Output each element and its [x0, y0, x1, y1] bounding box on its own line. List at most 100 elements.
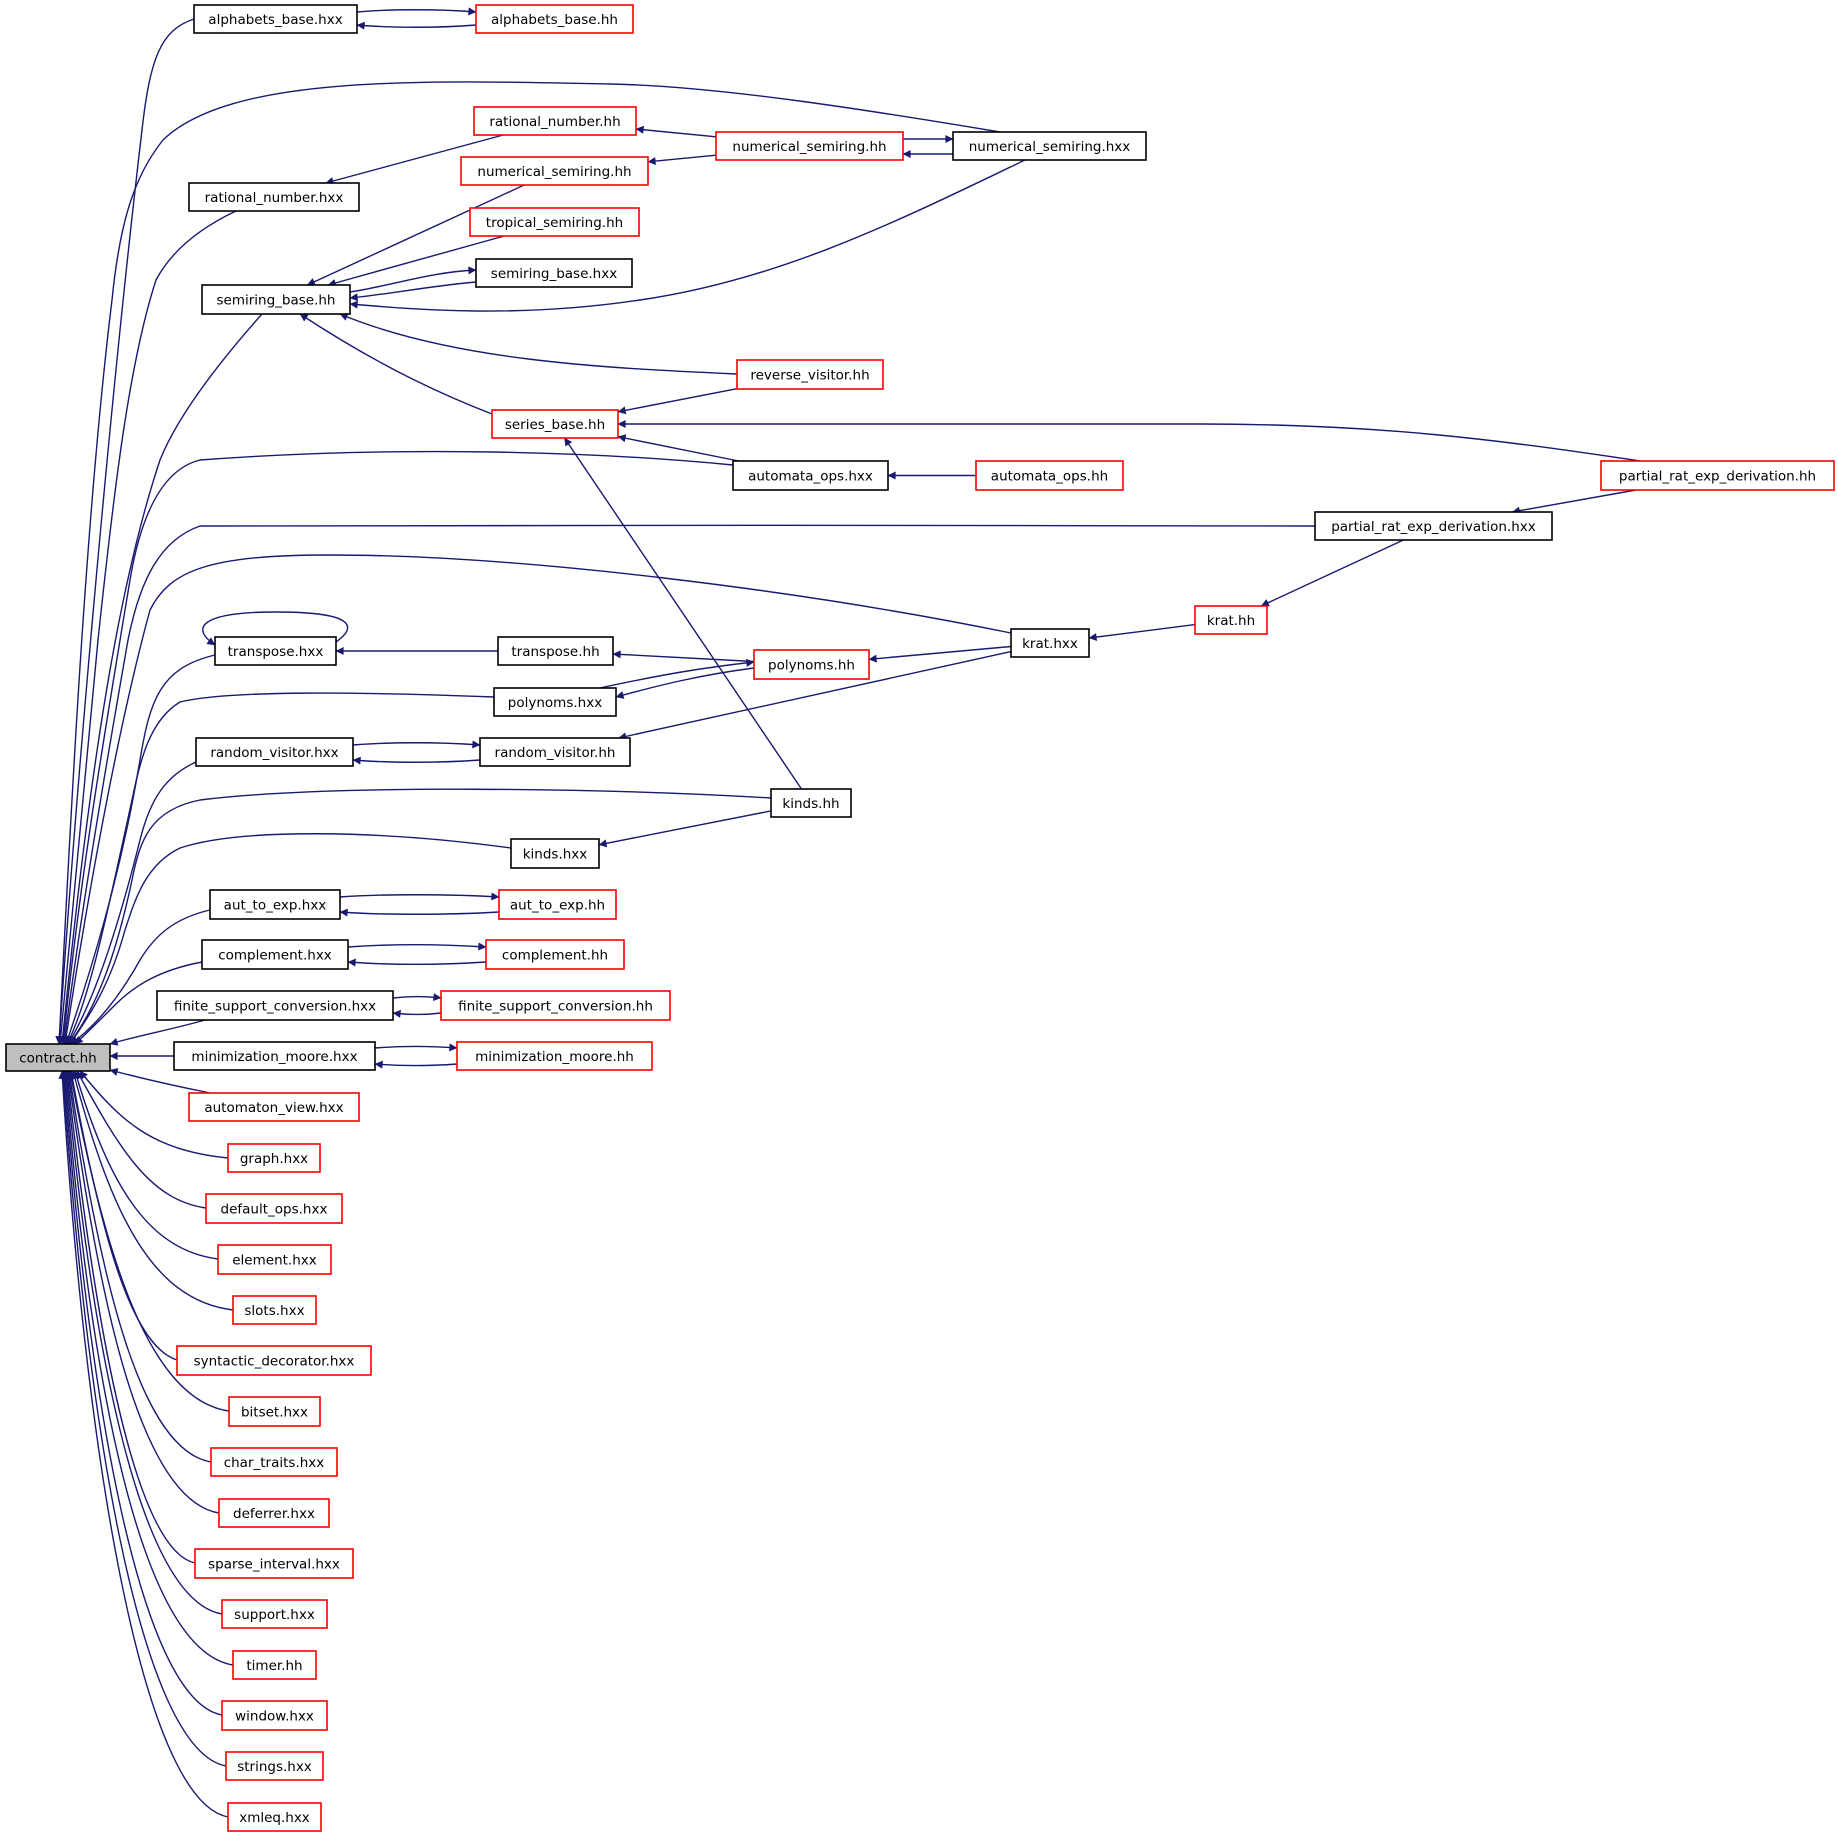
node-complement-hxx[interactable]: complement.hxx	[201, 939, 349, 970]
node-finite-support-conversion-hxx[interactable]: finite_support_conversion.hxx	[156, 990, 394, 1021]
edge-krat-hxx-to-polynoms-hh	[868, 645, 1012, 663]
node-box	[188, 1092, 360, 1122]
node-box	[195, 737, 354, 767]
node-transpose-hxx[interactable]: transpose.hxx	[214, 636, 337, 666]
node-kinds-hh[interactable]: kinds.hh	[770, 788, 852, 818]
node-window-hxx[interactable]: window.hxx	[221, 1700, 328, 1731]
node-label: random_visitor.hxx	[210, 745, 338, 761]
node-transpose-hh[interactable]: transpose.hh	[497, 636, 614, 666]
node-label: contract.hh	[19, 1051, 96, 1067]
node-alphabets-base-hh[interactable]: alphabets_base.hh	[475, 4, 634, 34]
node-default-ops-hxx[interactable]: default_ops.hxx	[205, 1193, 343, 1224]
node-numerical-semiring-hxx[interactable]: numerical_semiring.hxx	[952, 131, 1147, 161]
node-label: kinds.hxx	[523, 847, 588, 863]
node-label: partial_rat_exp_derivation.hxx	[1331, 519, 1536, 535]
node-krat-hxx[interactable]: krat.hxx	[1010, 628, 1090, 658]
node-bitset-hxx[interactable]: bitset.hxx	[228, 1396, 321, 1427]
node-random-visitor-hh[interactable]: random_visitor.hh	[479, 737, 631, 767]
edge-kinds-hh-to-kinds-hxx	[598, 810, 772, 848]
node-sparse-interval-hxx[interactable]: sparse_interval.hxx	[194, 1548, 354, 1579]
node-box	[497, 636, 614, 666]
node-box	[201, 939, 349, 970]
node-label: default_ops.hxx	[221, 1202, 328, 1218]
node-tropical-semiring-hh[interactable]: tropical_semiring.hh	[469, 207, 640, 237]
node-slots-hxx[interactable]: slots.hxx	[232, 1295, 317, 1325]
node-complement-hh[interactable]: complement.hh	[485, 939, 625, 970]
node-automata-ops-hxx[interactable]: automata_ops.hxx	[732, 460, 889, 491]
node-label: automata_ops.hxx	[748, 469, 873, 485]
node-minimization-moore-hxx[interactable]: minimization_moore.hxx	[173, 1041, 376, 1071]
node-label: random_visitor.hh	[495, 745, 616, 761]
node-box	[456, 1041, 653, 1071]
node-reverse-visitor-hh[interactable]: reverse_visitor.hh	[736, 359, 884, 390]
node-minimization-moore-hh[interactable]: minimization_moore.hh	[456, 1041, 653, 1071]
node-timer-hh[interactable]: timer.hh	[232, 1650, 317, 1680]
node-finite-support-conversion-hh[interactable]: finite_support_conversion.hh	[440, 990, 671, 1021]
node-box	[469, 207, 640, 237]
node-label: transpose.hh	[511, 644, 599, 660]
node-automaton-view-hxx[interactable]: automaton_view.hxx	[188, 1092, 360, 1122]
node-label: rational_number.hh	[489, 114, 620, 130]
node-label: complement.hh	[502, 948, 608, 964]
node-krat-hh[interactable]: krat.hh	[1194, 605, 1268, 635]
node-semiring-base-hh[interactable]: semiring_base.hh	[201, 284, 351, 315]
node-polynoms-hh[interactable]: polynoms.hh	[753, 649, 870, 680]
edge-xmleq-hxx-to-contract-hh	[58, 1070, 229, 1818]
edge-reverse-visitor-hh-to-semiring-base-hh	[339, 313, 738, 375]
node-series-base-hh[interactable]: series_base.hh	[491, 409, 619, 439]
edge-complement-hxx-to-contract-hh	[74, 961, 203, 1045]
node-contract-hh[interactable]: contract.hh	[5, 1043, 111, 1072]
node-box	[221, 1599, 328, 1629]
node-partial-rat-exp-derivation-hh[interactable]: partial_rat_exp_derivation.hh	[1600, 460, 1835, 491]
node-aut-to-exp-hxx[interactable]: aut_to_exp.hxx	[209, 889, 341, 920]
node-rational-number-hxx[interactable]: rational_number.hxx	[188, 182, 360, 212]
node-box	[493, 687, 617, 717]
edge-timer-hh-to-contract-hh	[61, 1070, 234, 1666]
node-label: reverse_visitor.hh	[750, 368, 869, 384]
node-box	[217, 1244, 332, 1275]
node-box	[479, 737, 631, 767]
node-element-hxx[interactable]: element.hxx	[217, 1244, 332, 1275]
node-label: rational_number.hxx	[205, 190, 344, 206]
node-label: automata_ops.hh	[991, 469, 1108, 485]
node-syntactic-decorator-hxx[interactable]: syntactic_decorator.hxx	[176, 1345, 372, 1376]
edge-automata-ops-hxx-to-series-base-hh	[617, 434, 739, 462]
node-aut-to-exp-hh[interactable]: aut_to_exp.hh	[498, 889, 617, 920]
node-semiring-base-hxx[interactable]: semiring_base.hxx	[475, 258, 633, 288]
node-char-traits-hxx[interactable]: char_traits.hxx	[210, 1447, 338, 1477]
node-deferrer-hxx[interactable]: deferrer.hxx	[218, 1498, 330, 1528]
node-rational-number-hh[interactable]: rational_number.hh	[473, 106, 637, 136]
node-strings-hxx[interactable]: strings.hxx	[225, 1751, 324, 1781]
node-support-hxx[interactable]: support.hxx	[221, 1599, 328, 1629]
node-numerical-semiring-hh-l[interactable]: numerical_semiring.hh	[460, 156, 649, 186]
node-graph-hxx[interactable]: graph.hxx	[227, 1143, 321, 1173]
node-box	[952, 131, 1147, 161]
edge-tropical-semiring-hh-to-semiring-base-hh	[327, 235, 505, 287]
edge-strings-hxx-to-contract-hh	[59, 1070, 227, 1767]
node-layer: contract.hh alphabets_base.hxx alphabets_b…	[5, 4, 1835, 1832]
node-kinds-hxx[interactable]: kinds.hxx	[510, 838, 600, 869]
edge-complement-hxx-to-complement-hh	[347, 942, 487, 951]
edge-partial-rat-exp-derivation-hh-to-series-base-hh	[617, 420, 1641, 462]
node-box	[715, 131, 904, 161]
edge-slots-hxx-to-contract-hh	[71, 1070, 234, 1311]
node-automata-ops-hh[interactable]: automata_ops.hh	[975, 460, 1124, 491]
node-box	[770, 788, 852, 818]
node-alphabets-base-hxx[interactable]: alphabets_base.hxx	[193, 4, 358, 34]
edge-numerical-semiring-hh-r-to-rational-number-hh	[635, 125, 717, 138]
edge-numerical-semiring-hh-r-to-numerical-semiring-hh-l	[647, 154, 717, 166]
node-box	[460, 156, 649, 186]
node-label: complement.hxx	[218, 948, 332, 964]
edge-alphabets-base-hh-to-alphabets-base-hxx	[356, 21, 477, 30]
node-xmleq-hxx[interactable]: xmleq.hxx	[227, 1802, 322, 1832]
node-random-visitor-hxx[interactable]: random_visitor.hxx	[195, 737, 354, 767]
node-box	[485, 939, 625, 970]
node-box	[473, 106, 637, 136]
node-numerical-semiring-hh-r[interactable]: numerical_semiring.hh	[715, 131, 904, 161]
edge-finite-support-conversion-hh-to-finite-support-conversion-hxx	[392, 1009, 442, 1018]
node-polynoms-hxx[interactable]: polynoms.hxx	[493, 687, 617, 717]
edge-partial-rat-exp-derivation-hh-to-partial-rat-exp-derivation-hxx	[1511, 489, 1637, 515]
node-box	[188, 182, 360, 212]
node-box	[1194, 605, 1268, 635]
node-partial-rat-exp-derivation-hxx[interactable]: partial_rat_exp_derivation.hxx	[1314, 511, 1553, 541]
